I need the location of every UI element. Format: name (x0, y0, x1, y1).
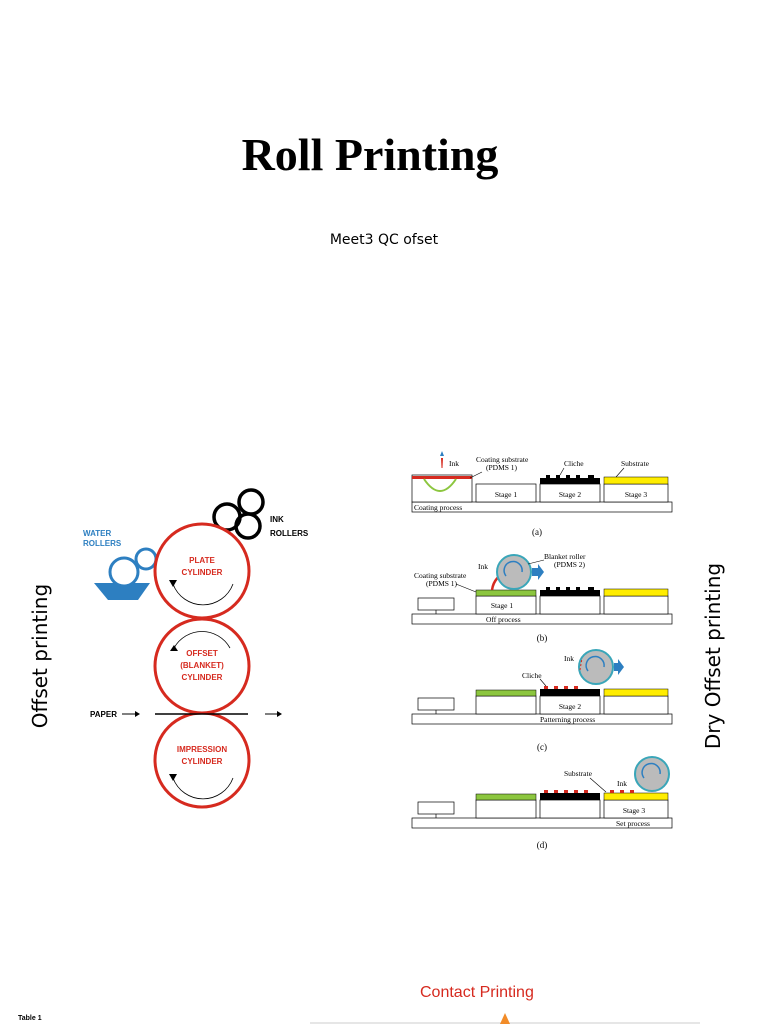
set-process-label: Set process (616, 819, 650, 828)
impression-label-2: CYLINDER (182, 757, 223, 766)
plate-rotation-arrow (172, 583, 234, 606)
water-roller-1 (108, 556, 140, 588)
water-rollers-label-1: WATER (83, 529, 112, 538)
cliche-label-a: Cliche (564, 459, 584, 468)
slide-title: Roll Printing (241, 129, 499, 180)
ink-label-a: Ink (449, 459, 459, 468)
stage2-label-c: Stage 2 (559, 702, 582, 711)
blanket-arrow-b (532, 564, 544, 580)
ink-roller-3 (234, 512, 262, 540)
panel-d: Set process Stage 3 Substrate Ink (d) (411, 756, 673, 850)
contact-printing-label: Contact Printing (420, 984, 534, 1001)
ink-rollers-label-1: INK (270, 515, 284, 524)
ink-curve-a (423, 478, 457, 492)
impression-cylinder (153, 711, 251, 809)
blanket-label-b1: Blanket roller (544, 552, 586, 561)
coating-substrate-label-a: Coating substrate (476, 455, 529, 464)
ink-label-b: Ink (478, 562, 488, 571)
substrate-a (603, 476, 669, 485)
dry-offset-diagram: Coating process Ink Coating substrate (P… (411, 451, 673, 850)
off-process-label: Off process (486, 615, 521, 624)
panel-c: Patterning process Stage 2 Ink Cliche (c… (411, 649, 673, 752)
substrate-d (603, 792, 669, 801)
dry-offset-printing-label: Dry Offset printing (701, 562, 725, 750)
paper-label: PAPER (90, 710, 117, 719)
substrate-label-d: Substrate (564, 769, 593, 778)
blanket-roller-b (496, 554, 532, 590)
ink-label-d: Ink (617, 779, 627, 788)
offset-printing-label: Offset printing (28, 583, 52, 729)
plate-cylinder-label-2: CYLINDER (182, 568, 223, 577)
table-label: Table 1 (18, 1015, 42, 1022)
offset-label-1: OFFSET (186, 649, 218, 658)
offset-printing-diagram: INK ROLLERS WATER ROLLERS PLATE CYLINDER… (83, 488, 309, 809)
offset-rotation-arrow (173, 631, 231, 649)
water-roller-2 (134, 547, 158, 571)
offset-label-3: CYLINDER (182, 673, 223, 682)
ink-label-c: Ink (564, 654, 574, 663)
caption-d: (d) (537, 840, 548, 850)
water-rollers-label-2: ROLLERS (83, 539, 122, 548)
cliche-label-c: Cliche (522, 671, 542, 680)
coating-label-b2: (PDMS 1) (426, 579, 458, 588)
blanket-arrow-c (614, 659, 624, 675)
panel-b: Off process Stage 1 Ink Blanket roller (… (411, 552, 673, 643)
stage3-label-d: Stage 3 (623, 806, 646, 815)
slide-subtitle: Meet3 QC ofset (329, 232, 439, 248)
blanket-roller-c (578, 649, 614, 685)
impression-label-1: IMPRESSION (177, 745, 227, 754)
contact-bottom-decoration (310, 1013, 700, 1024)
caption-b: (b) (537, 633, 548, 643)
stage3-label-a: Stage 3 (625, 490, 648, 499)
ink-layer-a (412, 476, 472, 479)
ink-roller-2 (237, 488, 265, 516)
offset-label-2: (BLANKET) (180, 661, 224, 670)
coating-process-label: Coating process (414, 503, 462, 512)
patterning-process-label: Patterning process (540, 715, 595, 724)
coating-b (475, 589, 537, 597)
panel-a: Coating process Ink Coating substrate (P… (411, 451, 673, 537)
stage2-label-a: Stage 2 (559, 490, 582, 499)
plate-cylinder-label-1: PLATE (189, 556, 215, 565)
caption-a: (a) (532, 527, 542, 537)
stage1-label-a: Stage 1 (495, 490, 518, 499)
ink-rollers-label-2: ROLLERS (270, 529, 309, 538)
stage1-label-b: Stage 1 (491, 601, 514, 610)
cliche-c (540, 689, 600, 696)
water-tray (94, 583, 150, 600)
coating-label-b1: Coating substrate (414, 571, 467, 580)
impression-rotation-arrow (172, 777, 234, 800)
cliche-a (540, 478, 600, 484)
blanket-roller-d (634, 756, 670, 792)
cliche-d (540, 793, 600, 800)
pdms1-label-a: (PDMS 1) (486, 463, 518, 472)
blanket-label-b2: (PDMS 2) (554, 560, 586, 569)
caption-c: (c) (537, 742, 547, 752)
substrate-label-a: Substrate (621, 459, 650, 468)
